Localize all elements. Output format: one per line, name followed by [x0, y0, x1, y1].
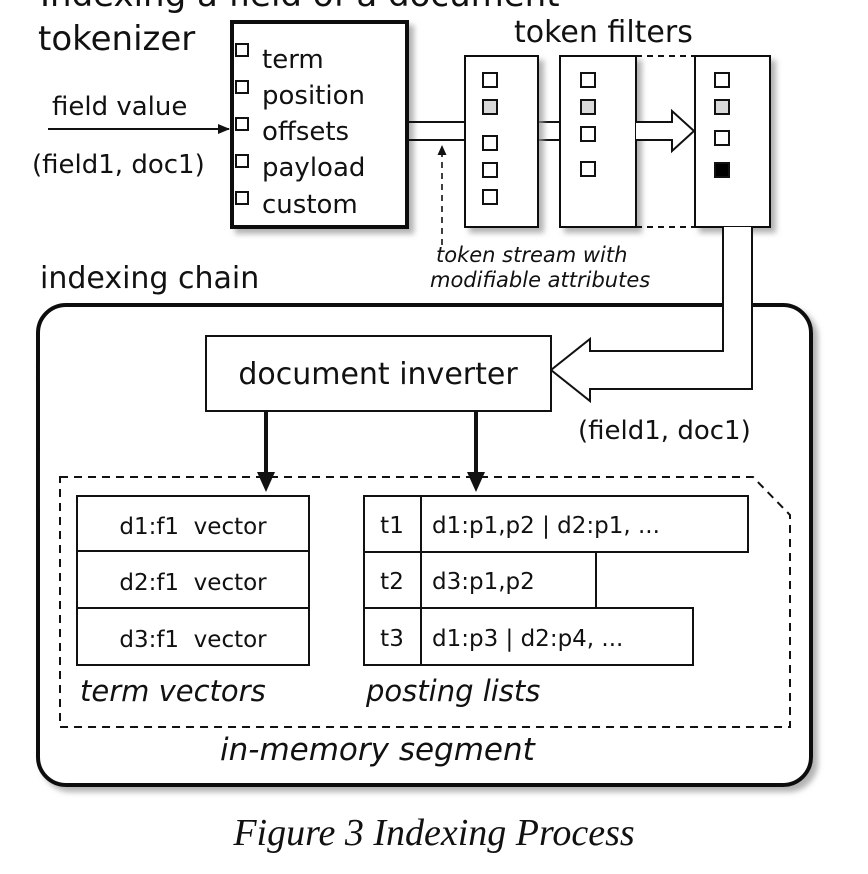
in-memory-segment-outline [59, 476, 791, 728]
filter-slot [580, 126, 596, 142]
attribute-label: position [262, 81, 365, 111]
attribute-custom: custom [235, 190, 358, 220]
attribute-offsets: offsets [235, 117, 349, 147]
in-memory-segment-label: in-memory segment [220, 732, 537, 768]
filter-slot [580, 99, 596, 115]
posting-list-row [363, 551, 597, 609]
filter-slot [482, 135, 498, 151]
attribute-slot [235, 191, 249, 205]
attribute-label: term [262, 45, 324, 75]
filter-slots [482, 72, 498, 205]
posting-term: t3 [380, 626, 404, 652]
field-value-label: field value [52, 92, 187, 122]
filter-slot [482, 72, 498, 88]
attribute-label: offsets [262, 117, 349, 147]
term-vectors: d1:f1 vector d2:f1 vector d3:f1 vector [76, 495, 310, 666]
term-vector-label: d1:f1 vector [119, 514, 267, 540]
filter-slot [580, 161, 596, 177]
field-source-label: (field1, doc1) [32, 150, 205, 180]
attribute-term: term [235, 43, 324, 75]
filter-slot [580, 72, 596, 88]
filter-slot [714, 99, 730, 115]
heading-partial: Indexing a field of a document [40, 0, 560, 15]
figure-caption: Figure 3 Indexing Process [232, 812, 634, 854]
attribute-slot [235, 80, 249, 94]
filter-slot [714, 130, 730, 146]
filter-slot [482, 189, 498, 205]
posting-entries: d1:p1,p2 | d2:p1, ... [432, 513, 660, 539]
attribute-payload: payload [235, 153, 365, 183]
term-vectors-label: term vectors [80, 674, 266, 708]
term-vector-row [76, 495, 310, 552]
filter-slot [714, 72, 730, 88]
stream-note-line2: modifiable attributes [430, 268, 650, 292]
posting-lists: t1 d1:p1,p2 | d2:p1, ... t2 d3:p1,p2 t3 … [363, 495, 749, 666]
attribute-label: custom [262, 190, 358, 220]
posting-entries: d3:p1,p2 [432, 569, 535, 595]
filter-slots [714, 72, 730, 178]
document-inverter-label: document inverter [238, 357, 518, 392]
filter-slot [714, 162, 730, 178]
document-inverter-box [205, 335, 552, 412]
tokenizer-box [230, 20, 409, 229]
chain-output-label: (field1, doc1) [578, 416, 751, 446]
token-filter-box [694, 55, 771, 228]
term-vector-label: d3:f1 vector [119, 627, 267, 653]
attribute-position: position [235, 80, 365, 111]
attribute-label: payload [262, 153, 365, 183]
posting-term: t1 [380, 513, 404, 539]
posting-entries: d1:p3 | d2:p4, ... [432, 626, 623, 652]
tokenizer-label: tokenizer [38, 19, 195, 59]
filter-slot [482, 162, 498, 178]
token-filter-box [559, 55, 637, 228]
attribute-slot [235, 154, 249, 168]
stream-hollow-arrow [636, 108, 696, 154]
posting-lists-label: posting lists [365, 674, 540, 708]
filter-slot [482, 99, 498, 115]
posting-term: t2 [380, 569, 404, 595]
indexing-chain-label: indexing chain [40, 261, 259, 296]
posting-list-row [363, 607, 694, 666]
term-vector-row [76, 607, 310, 666]
stream-note-line1: token stream with [436, 243, 627, 267]
filter-slots [580, 72, 596, 177]
attribute-slot [235, 43, 249, 57]
token-filters-label: token filters [514, 15, 693, 50]
tokenizer-attributes: term position offsets payload custom [235, 43, 365, 220]
term-vector-label: d2:f1 vector [119, 570, 267, 596]
token-filter-box [464, 55, 539, 228]
attribute-slot [235, 117, 249, 131]
